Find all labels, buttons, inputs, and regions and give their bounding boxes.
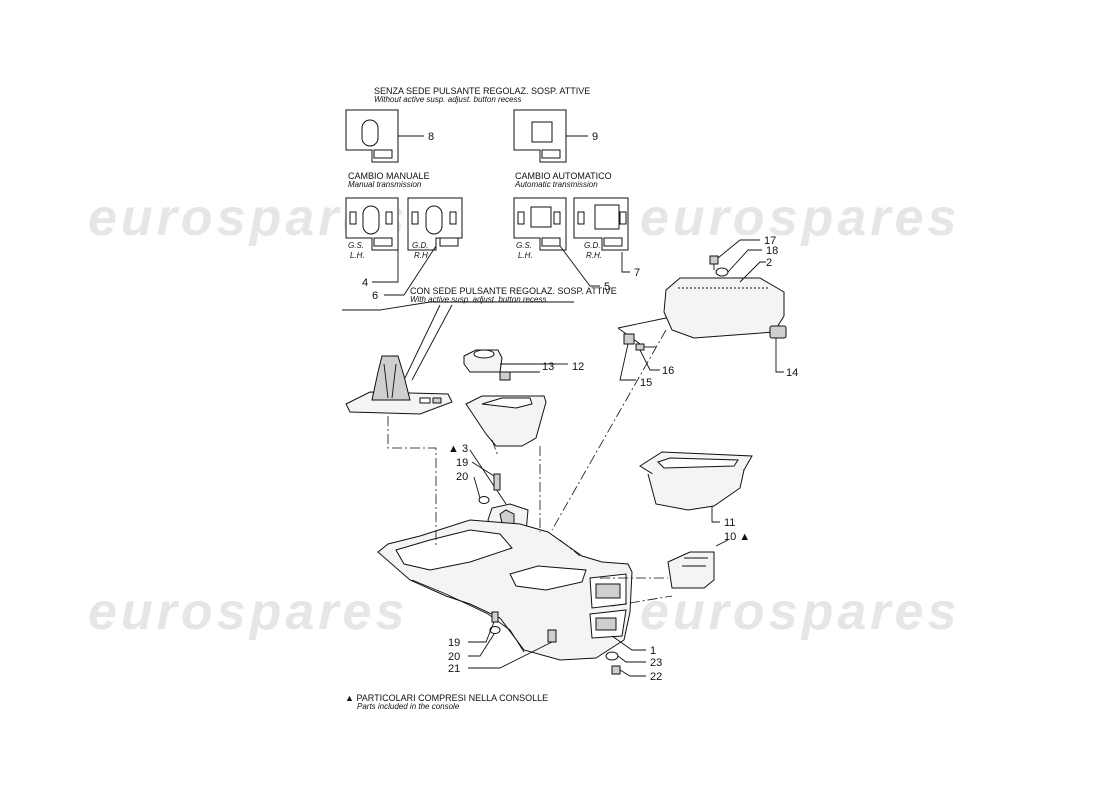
callout-12: 12 — [572, 361, 584, 373]
callout-15: 15 — [640, 377, 652, 389]
washer-20-upper — [478, 496, 490, 504]
note-triangle-icon: ▲ — [345, 693, 354, 703]
label-lh-automatic: L.H. — [518, 251, 533, 260]
screw-17 — [709, 255, 719, 270]
screw-19-upper — [493, 473, 501, 491]
label-gd-manual: G.D. — [412, 241, 428, 250]
cup-holder-13 — [463, 349, 503, 373]
label-gs-automatic: G.S. — [516, 241, 532, 250]
screw-19-lower — [491, 611, 499, 623]
note-it: PARTICOLARI COMPRESI NELLA CONSOLLE — [356, 693, 549, 703]
note-en: Parts included in the console — [357, 702, 460, 712]
callout-5: 5 — [604, 281, 610, 293]
center-console-1 — [377, 519, 633, 661]
clip-14 — [769, 325, 787, 339]
callout-4: 4 — [362, 277, 368, 289]
label-rh-automatic: R.H. — [586, 251, 602, 260]
plate-6-manual-rh — [407, 197, 463, 251]
caption-automatic-en: Automatic transmission — [515, 180, 598, 190]
plate-7-automatic-rh — [573, 197, 629, 251]
watermark-bottom-right: eurospares — [640, 583, 961, 641]
callout-8: 8 — [428, 131, 434, 143]
note: ▲ PARTICOLARI COMPRESI NELLA CONSOLLE Pa… — [345, 693, 549, 712]
washer-20-lower — [489, 626, 501, 634]
caption-without-recess: SENZA SEDE PULSANTE REGOLAZ. SOSP. ATTIV… — [374, 86, 591, 105]
storage-bin-11 — [639, 451, 753, 511]
washer-18 — [715, 267, 729, 277]
callout-14: 14 — [786, 367, 798, 379]
plate-9 — [513, 109, 588, 163]
caption-manual-it: CAMBIO MANUALE — [348, 171, 430, 181]
switch-panel-10 — [667, 551, 715, 589]
callout-20-lower: 20 — [448, 651, 460, 663]
callout-22: 22 — [650, 671, 662, 683]
washer-23 — [605, 651, 619, 661]
callout-21: 21 — [448, 663, 460, 675]
callout-7: 7 — [634, 267, 640, 279]
bolt-21 — [547, 629, 557, 643]
armrest-lid-2 — [663, 277, 785, 339]
callout-23: 23 — [650, 657, 662, 669]
caption-with-recess: CON SEDE PULSANTE REGOLAZ. SOSP. ATTIVE … — [410, 286, 617, 305]
callout-11: 11 — [724, 517, 735, 529]
callout-13: 13 — [542, 361, 554, 373]
callout-19-lower: 19 — [448, 637, 460, 649]
plate-8 — [345, 109, 424, 163]
label-gd-automatic: G.D. — [584, 241, 600, 250]
hinge-15 — [623, 333, 635, 345]
callout-6: 6 — [372, 290, 378, 302]
callout-20-upper: 20 — [456, 471, 468, 483]
caption-manual: CAMBIO MANUALE Manual transmission — [348, 171, 430, 190]
callout-2: 2 — [766, 257, 772, 269]
callout-19-upper: 19 — [456, 457, 468, 469]
label-rh-manual: R.H. — [414, 251, 430, 260]
label-gs-manual: G.S. — [348, 241, 364, 250]
caption-automatic-it: CAMBIO AUTOMATICO — [515, 171, 612, 181]
callout-17: 17 — [764, 235, 776, 247]
screw-16 — [635, 343, 656, 351]
note-line: ▲ PARTICOLARI COMPRESI NELLA CONSOLLE — [345, 693, 549, 703]
caption-with-recess-en: With active susp. adjust. button recess — [410, 295, 547, 305]
screw-22 — [611, 665, 621, 675]
label-lh-manual: L.H. — [350, 251, 365, 260]
plate-5-automatic-lh — [513, 197, 567, 251]
caption-manual-en: Manual transmission — [348, 180, 422, 190]
caption-automatic: CAMBIO AUTOMATICO Automatic transmission — [515, 171, 612, 190]
gear-boot-plate — [345, 355, 453, 415]
callout-3: ▲ 3 — [448, 443, 468, 455]
watermark-top-right: eurospares — [640, 189, 961, 247]
caption-without-recess-en: Without active susp. adjust. button rece… — [374, 95, 522, 105]
callout-1: 1 — [650, 645, 656, 657]
caption-without-recess-it: SENZA SEDE PULSANTE REGOLAZ. SOSP. ATTIV… — [374, 86, 591, 96]
callout-16: 16 — [662, 365, 674, 377]
callout-10: 10 ▲ — [724, 531, 750, 543]
callout-9: 9 — [592, 131, 598, 143]
callout-18: 18 — [766, 245, 778, 257]
insert-12 — [465, 371, 547, 447]
watermark-bottom-left: eurospares — [88, 583, 409, 641]
caption-with-recess-it: CON SEDE PULSANTE REGOLAZ. SOSP. ATTIVE — [410, 286, 617, 296]
plate-4-manual-lh — [345, 197, 399, 251]
